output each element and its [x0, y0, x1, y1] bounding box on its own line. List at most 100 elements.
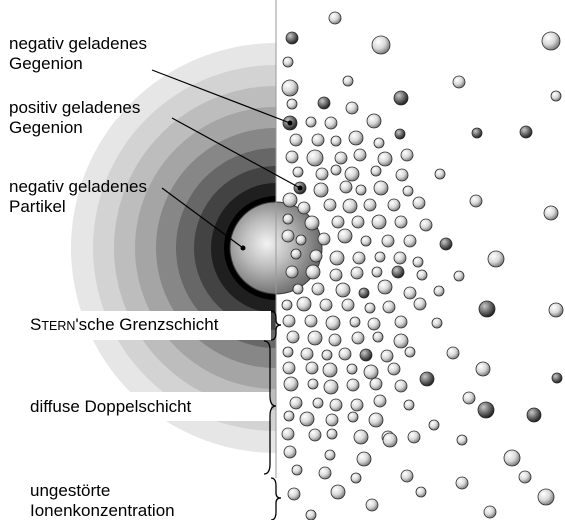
- positive-counterion: [305, 361, 319, 375]
- positive-counterion: [307, 378, 319, 390]
- positive-counterion: [380, 349, 394, 363]
- positive-counterion: [360, 235, 372, 247]
- negative-counterion: [471, 127, 483, 139]
- positive-counterion: [373, 180, 389, 196]
- positive-counterion: [323, 379, 339, 395]
- positive-counterion: [297, 201, 311, 215]
- positive-counterion: [281, 427, 295, 441]
- positive-counterion: [348, 130, 364, 146]
- positive-counterion: [455, 476, 469, 490]
- positive-counterion: [282, 361, 296, 375]
- positive-counterion: [356, 451, 372, 467]
- positive-counterion: [283, 376, 299, 392]
- positive-counterion: [462, 391, 476, 405]
- positive-counterion: [325, 315, 341, 331]
- positive-counterion: [347, 411, 359, 423]
- negative-counterion: [359, 348, 373, 362]
- positive-counterion: [350, 266, 364, 280]
- stern-initial: S: [30, 315, 42, 334]
- positive-counterion: [282, 192, 298, 208]
- brace-bulk: [270, 477, 282, 521]
- positive-counterion: [282, 346, 294, 358]
- negative-counterion: [519, 125, 533, 139]
- positive-counterion: [371, 214, 387, 230]
- leader-positive-counterion: [171, 117, 301, 189]
- positive-counterion: [353, 429, 369, 445]
- positive-counterion: [311, 282, 325, 296]
- positive-counterion: [373, 394, 387, 408]
- positive-counterion: [282, 56, 294, 68]
- positive-counterion: [550, 90, 562, 102]
- positive-counterion: [350, 398, 364, 412]
- positive-counterion: [308, 428, 322, 442]
- positive-counterion: [351, 331, 365, 345]
- positive-counterion: [381, 234, 395, 248]
- positive-counterion: [363, 364, 379, 380]
- negative-counterion: [478, 300, 496, 318]
- positive-counterion: [387, 362, 401, 376]
- positive-counterion: [363, 198, 377, 212]
- positive-counterion: [296, 296, 312, 312]
- positive-counterion: [402, 185, 414, 197]
- brace-stern: [270, 310, 282, 341]
- positive-counterion: [350, 472, 362, 484]
- label-negative-counterion-line2: Gegenion: [9, 54, 83, 73]
- diffuse-label-strip: [0, 392, 271, 421]
- positive-counterion: [287, 487, 301, 501]
- positive-counterion: [353, 148, 367, 162]
- positive-counterion: [403, 286, 417, 300]
- positive-counterion: [324, 116, 338, 130]
- positive-counterion: [329, 268, 343, 282]
- positive-counterion: [341, 298, 355, 312]
- positive-counterion: [537, 488, 555, 506]
- positive-counterion: [503, 449, 521, 467]
- leader-dot-positive: [297, 185, 303, 191]
- brace-diffuse: [263, 340, 277, 475]
- positive-counterion: [412, 256, 424, 268]
- positive-counterion: [352, 251, 366, 265]
- positive-counterion: [394, 379, 408, 393]
- positive-counterion: [453, 270, 465, 282]
- positive-counterion: [290, 248, 302, 260]
- label-negative-particle-line1: negativ geladenes: [9, 177, 148, 196]
- label-bulk-line1: ungestörte: [30, 481, 111, 500]
- positive-counterion: [367, 317, 381, 331]
- positive-counterion: [346, 378, 360, 392]
- positive-counterion: [295, 234, 307, 246]
- positive-counterion: [394, 315, 408, 329]
- positive-counterion: [305, 264, 321, 280]
- positive-counterion: [289, 133, 303, 147]
- positive-counterion: [330, 135, 342, 147]
- positive-counterion: [283, 445, 297, 459]
- positive-counterion: [407, 430, 421, 444]
- leader-lines: [151, 69, 303, 251]
- positive-counterion: [307, 330, 323, 346]
- positive-counterion: [292, 166, 304, 178]
- positive-counterion: [393, 333, 409, 349]
- negative-counterion: [439, 237, 453, 251]
- positive-counterion: [282, 314, 296, 328]
- positive-counterion: [321, 349, 333, 361]
- positive-counterion: [342, 75, 354, 87]
- positive-counterion: [305, 509, 317, 521]
- stern-rest: 'sche Grenzschicht: [75, 315, 219, 334]
- positive-counterion: [344, 166, 360, 182]
- positive-counterion: [299, 411, 315, 427]
- positive-counterion: [416, 269, 428, 281]
- positive-counterion: [364, 302, 376, 314]
- positive-counterion: [330, 484, 346, 500]
- positive-counterion: [339, 180, 353, 194]
- positive-counterion: [281, 299, 293, 311]
- label-negative-counterion-line1: negativ geladenes: [9, 34, 148, 53]
- positive-counterion: [403, 234, 417, 248]
- positive-counterion: [292, 283, 304, 295]
- positive-counterion: [371, 35, 391, 55]
- positive-counterion: [291, 464, 303, 476]
- positive-counterion: [387, 198, 401, 212]
- positive-counterion: [355, 184, 367, 196]
- positive-counterion: [283, 410, 295, 422]
- positive-counterion: [487, 250, 505, 268]
- positive-counterion: [286, 330, 300, 344]
- positive-counterion: [311, 133, 325, 147]
